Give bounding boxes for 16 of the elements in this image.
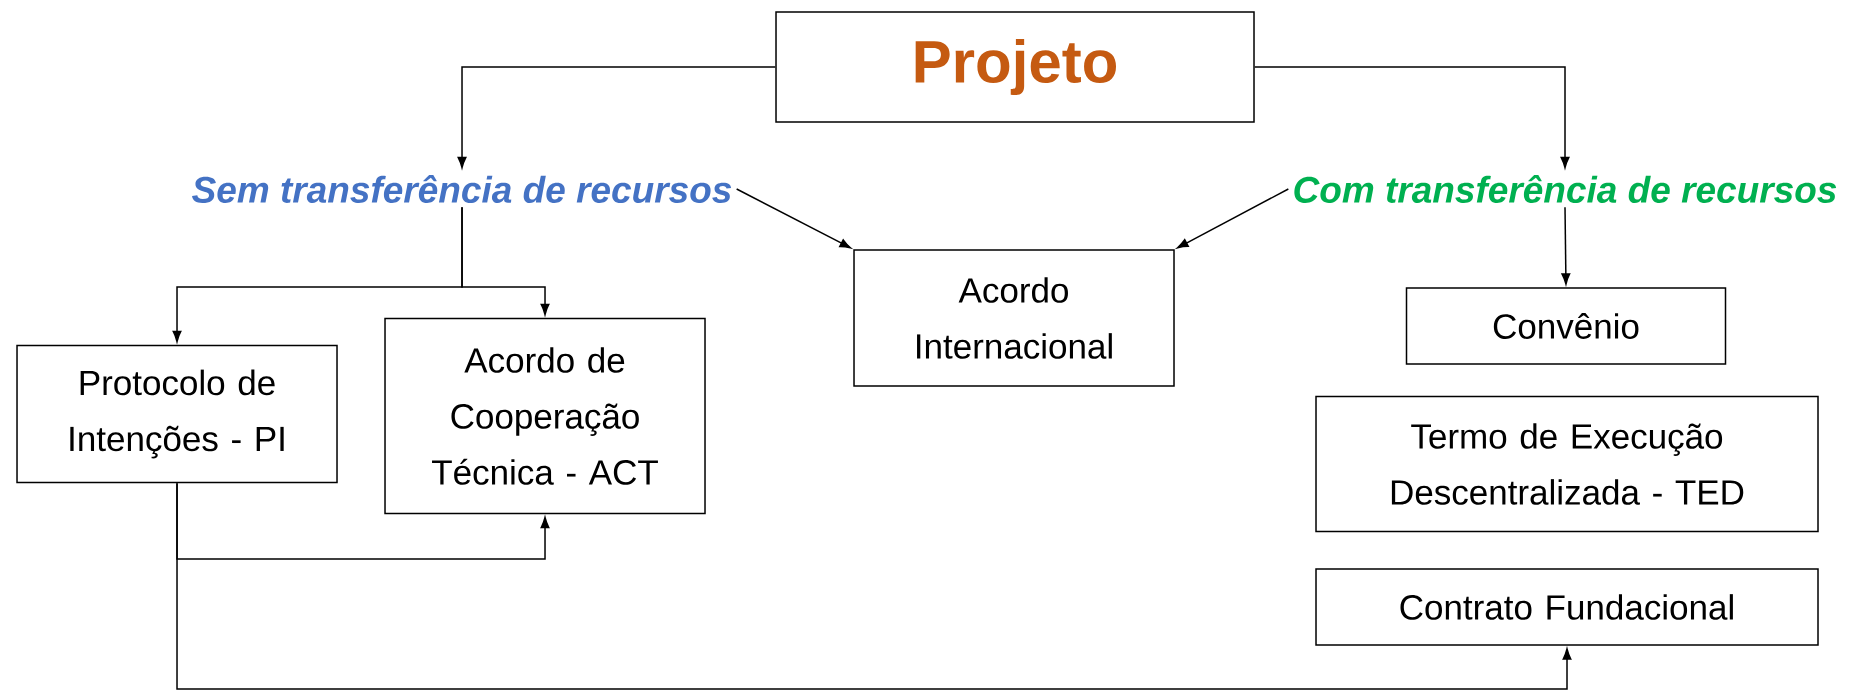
process-box: Acordo Internacional xyxy=(853,249,1175,387)
process-box: Protocolo de Intenções - PI xyxy=(16,344,338,484)
category-label: Com transferência de recursos xyxy=(1294,175,1837,203)
category-label: Sem transferência de recursos xyxy=(192,175,732,203)
arrow xyxy=(1561,206,1571,285)
title-box: Projeto xyxy=(775,11,1255,123)
process-box: Acordo de Cooperação Técnica - ACT xyxy=(384,317,706,515)
arrow xyxy=(457,66,776,169)
arrow xyxy=(176,482,1572,690)
arrow xyxy=(1176,188,1290,249)
process-box: Contrato Fundacional xyxy=(1315,568,1819,646)
arrow xyxy=(461,206,550,316)
arrow xyxy=(1254,66,1570,169)
process-box: Convênio xyxy=(1405,287,1727,365)
arrow xyxy=(735,188,852,249)
process-box: Termo de Execução Descentralizada - TED xyxy=(1315,395,1819,533)
